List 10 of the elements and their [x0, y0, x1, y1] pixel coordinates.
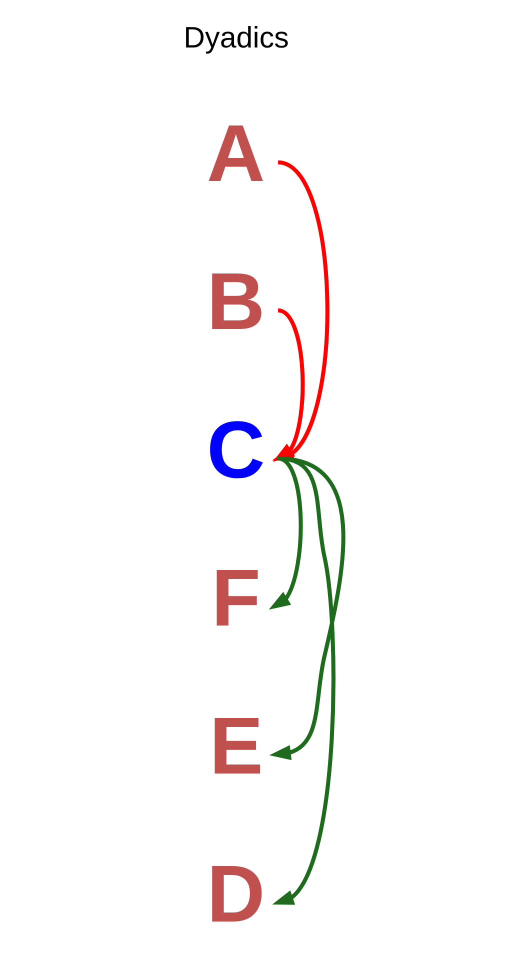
node-text: E	[209, 701, 264, 792]
node-text: B	[206, 257, 266, 348]
arrow	[268, 456, 303, 610]
node-text: A	[206, 109, 266, 200]
node-text: D	[206, 849, 266, 940]
arrow	[272, 456, 336, 905]
arrow	[269, 456, 346, 760]
node-text: F	[211, 553, 261, 644]
label: Dyadics	[184, 21, 289, 54]
node-text: C	[206, 405, 266, 496]
